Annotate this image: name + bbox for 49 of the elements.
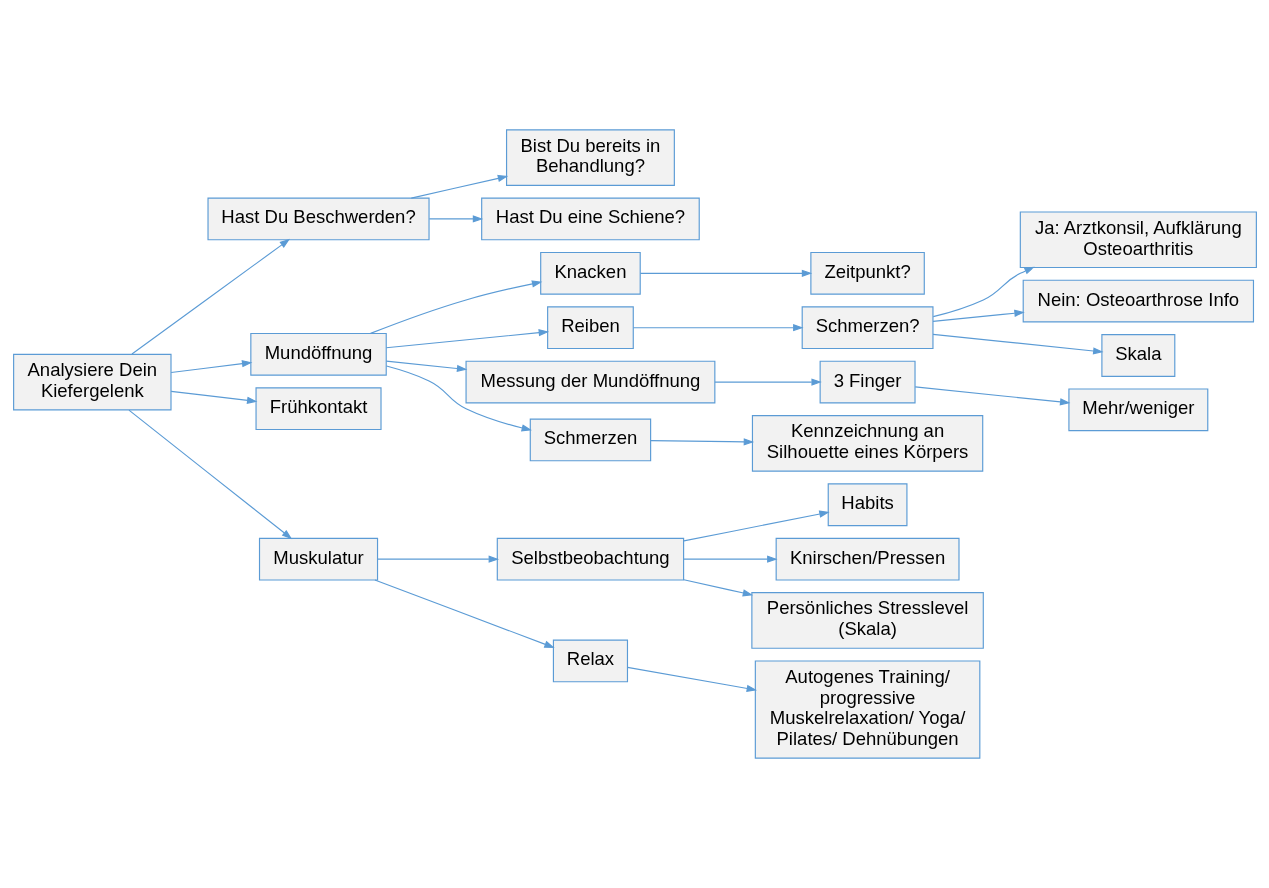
arrow (682, 555, 778, 563)
node-box: Reiben (546, 306, 634, 350)
arrow (170, 360, 252, 374)
node-box: Bist Du bereits in Behandlung? (505, 129, 675, 186)
node-box: Ja: Arztkonsil, Aufklärung Osteoarthritis (1019, 211, 1257, 269)
node-box: Selbstbeobachtung (496, 537, 684, 581)
node-box: Schmerzen? (801, 306, 934, 350)
arrow (373, 579, 555, 648)
node-box: Analysiere Dein Kiefergelenk (12, 353, 172, 411)
arrow (914, 386, 1070, 406)
node-box: Muskulatur (258, 537, 378, 581)
node-box: Skala (1100, 334, 1175, 377)
arrow (410, 174, 508, 199)
arrow (385, 329, 549, 349)
arrow (649, 438, 754, 446)
node-box: Autogenes Training/ progressive Muskelrelaxation/ Yoga/ Pilates/ Dehnübungen (754, 660, 980, 759)
arrow (713, 378, 822, 386)
arrow (682, 579, 753, 597)
node-box: 3 Finger (819, 360, 916, 404)
node-box: Habits (827, 483, 907, 527)
node-box: Mundöffnung (249, 332, 387, 376)
node-box: Hast Du eine Schiene? (480, 197, 700, 241)
arrow (639, 269, 812, 277)
arrow (626, 666, 757, 692)
arrow (932, 266, 1035, 318)
arrow (682, 510, 830, 542)
arrow (428, 215, 483, 223)
node-box: Kennzeichnung an Silhouette eines Körpers (751, 415, 983, 472)
arrow (385, 365, 532, 432)
arrow (385, 360, 467, 373)
node-box: Nein: Osteoarthrose Info (1022, 279, 1254, 323)
arrow (127, 409, 292, 540)
node-box: Messung der Mundöffnung (465, 360, 715, 404)
arrow (170, 390, 257, 404)
arrow (130, 238, 290, 355)
arrow (931, 309, 1025, 322)
arrow (632, 324, 803, 332)
arrow (369, 280, 542, 334)
node-box: Zeitpunkt? (809, 251, 925, 295)
node-box: Knirschen/Pressen (775, 537, 960, 581)
node-box: Hast Du Beschwerden? (206, 197, 430, 241)
node-box: Frühkontakt (254, 387, 382, 431)
node-box: Schmerzen (529, 418, 651, 462)
arrow (931, 333, 1104, 355)
node-box: Relax (552, 639, 628, 683)
node-box: Knacken (539, 251, 641, 295)
node-box: Persönliches Stresslevel (Skala) (750, 592, 984, 649)
arrow (376, 555, 499, 563)
node-box: Mehr/weniger (1067, 388, 1208, 432)
